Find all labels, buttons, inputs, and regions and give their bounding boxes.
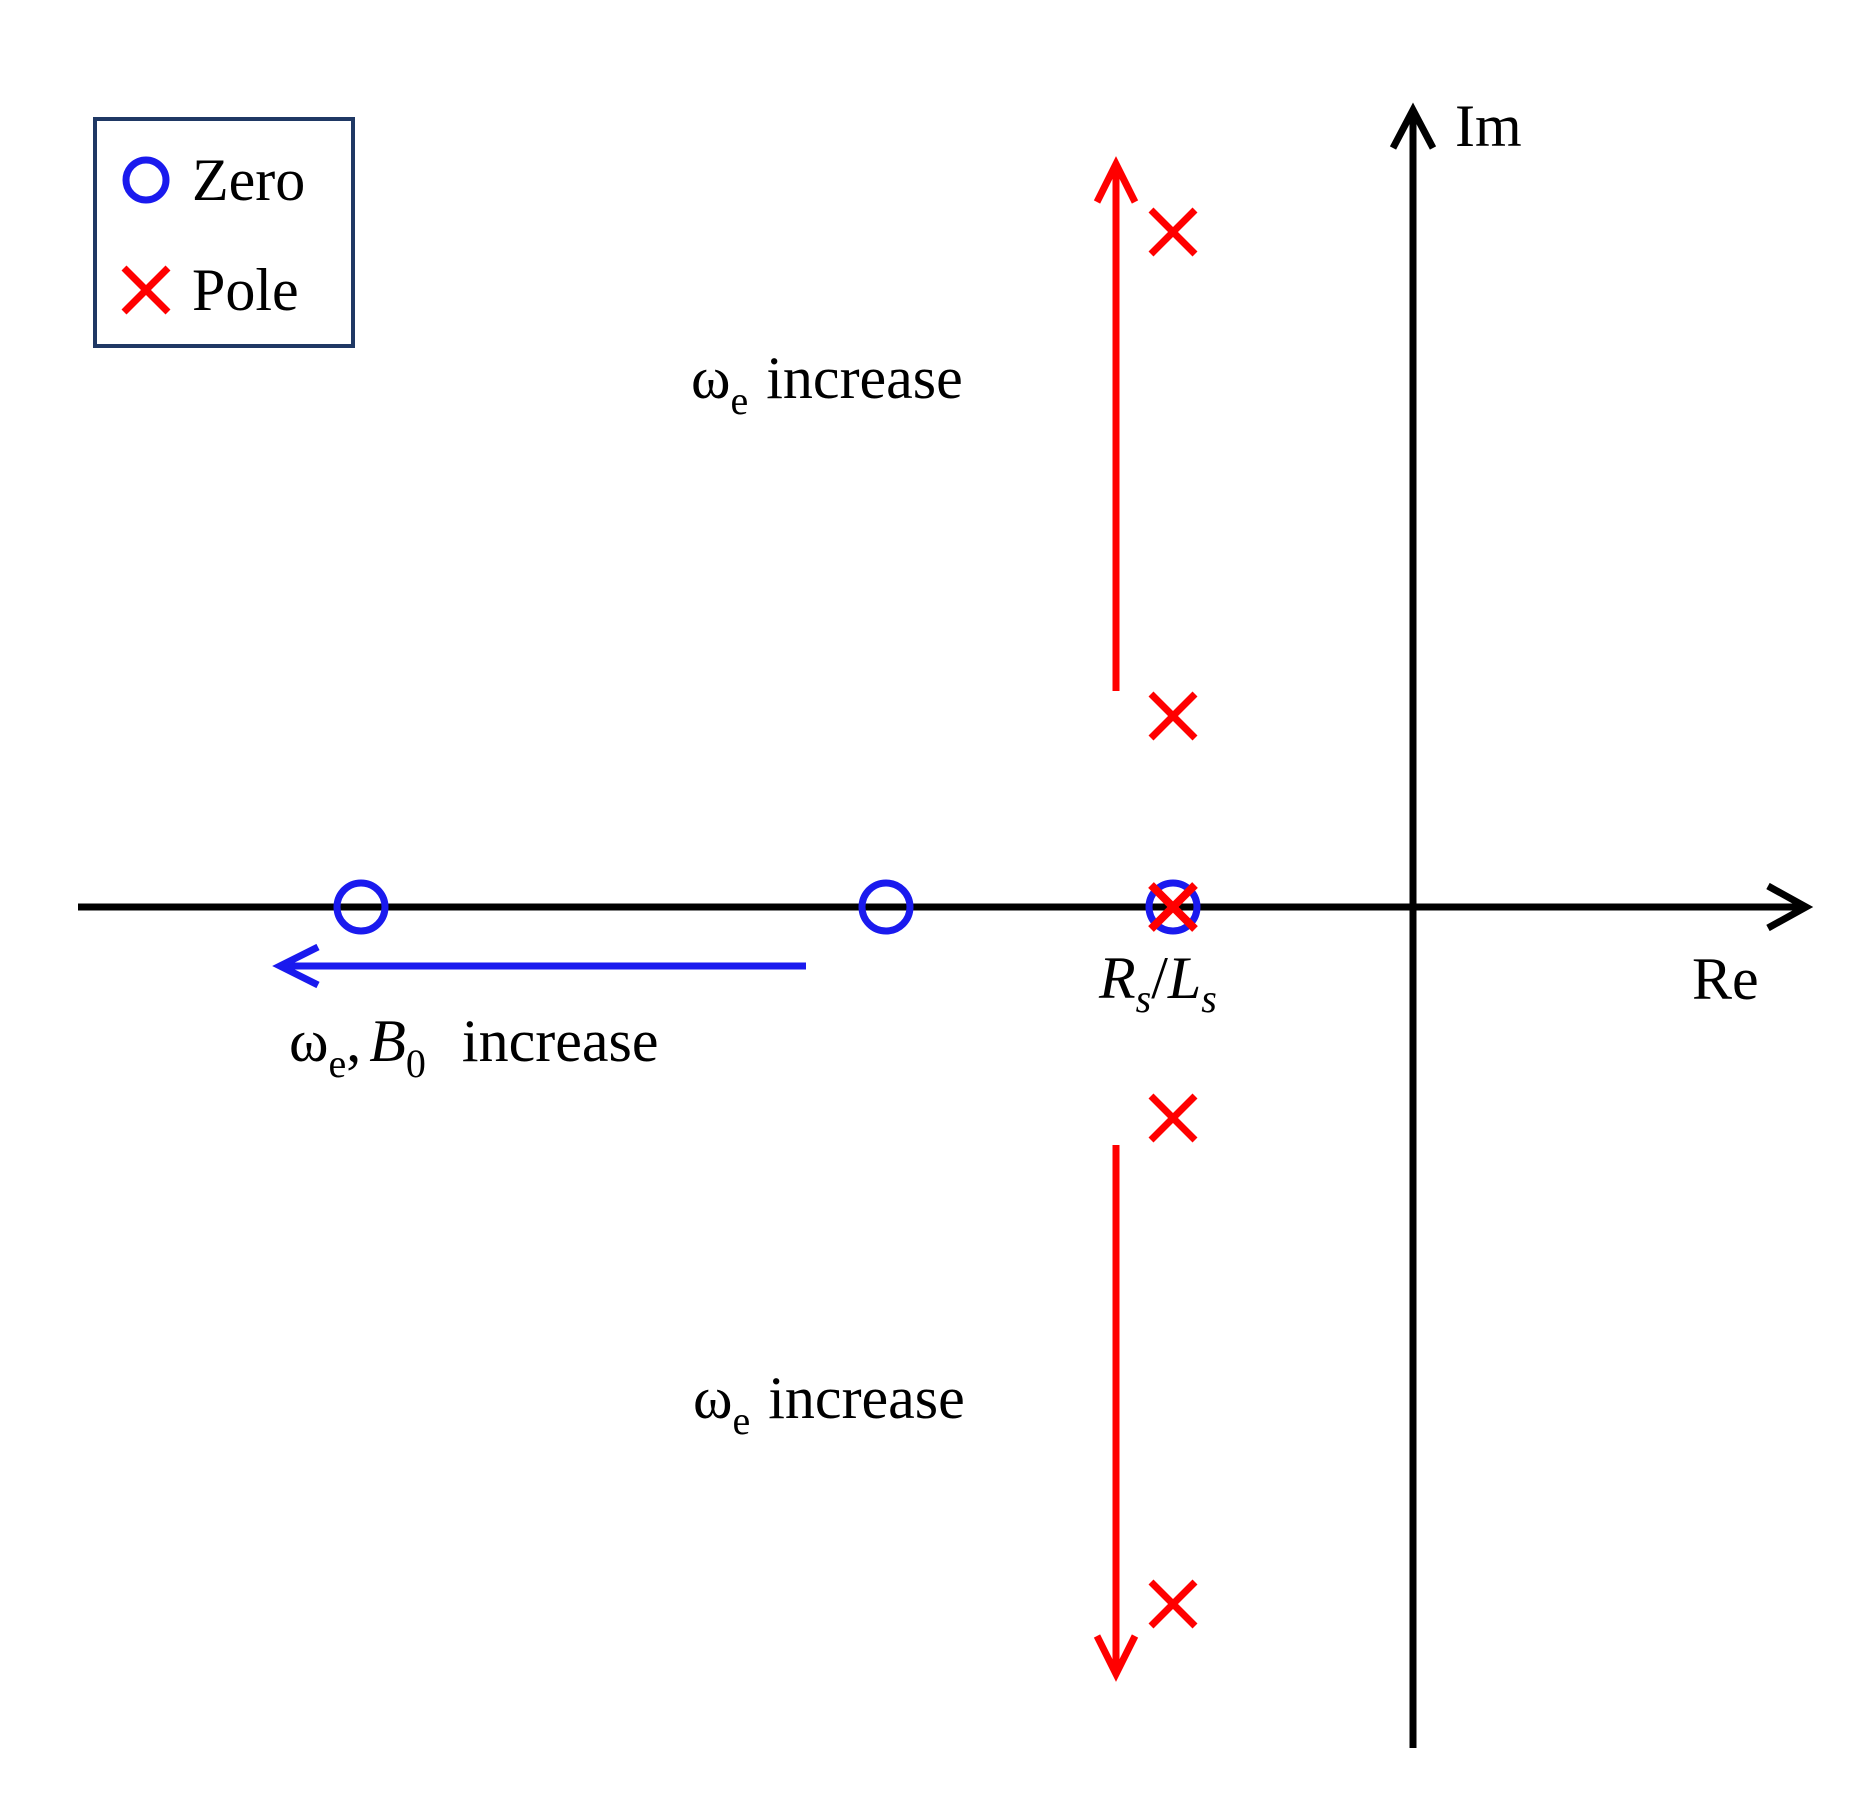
legend: Zero Pole bbox=[93, 117, 355, 348]
legend-box bbox=[93, 117, 355, 348]
pole-real bbox=[1148, 882, 1198, 932]
legend-zero-icon bbox=[122, 156, 170, 204]
pole-bottom bbox=[1148, 1579, 1198, 1629]
real-axis bbox=[78, 882, 1814, 932]
re-axis-label: Re bbox=[1692, 946, 1759, 1012]
zero-mid bbox=[858, 879, 914, 935]
pole-upper bbox=[1148, 691, 1198, 741]
legend-pole-icon bbox=[121, 265, 171, 315]
legend-zero-label: Zero bbox=[192, 147, 305, 213]
pole-arrow-up bbox=[1093, 156, 1139, 691]
imag-axis-arrowhead bbox=[1389, 102, 1437, 150]
imag-axis bbox=[1389, 102, 1437, 1748]
pole-top bbox=[1148, 207, 1198, 257]
pole-arrow-down bbox=[1093, 1145, 1139, 1682]
zero-at-rs-ls bbox=[1145, 879, 1201, 935]
real-axis-arrowhead bbox=[1766, 882, 1814, 932]
zero-arrow-left bbox=[272, 943, 806, 989]
legend-pole-label: Pole bbox=[192, 257, 299, 323]
im-axis-label: Im bbox=[1455, 93, 1522, 159]
pole-lower bbox=[1148, 1093, 1198, 1143]
zero-far-left bbox=[333, 879, 389, 935]
rs-over-ls-label: Rs/Ls bbox=[1098, 945, 1217, 1021]
